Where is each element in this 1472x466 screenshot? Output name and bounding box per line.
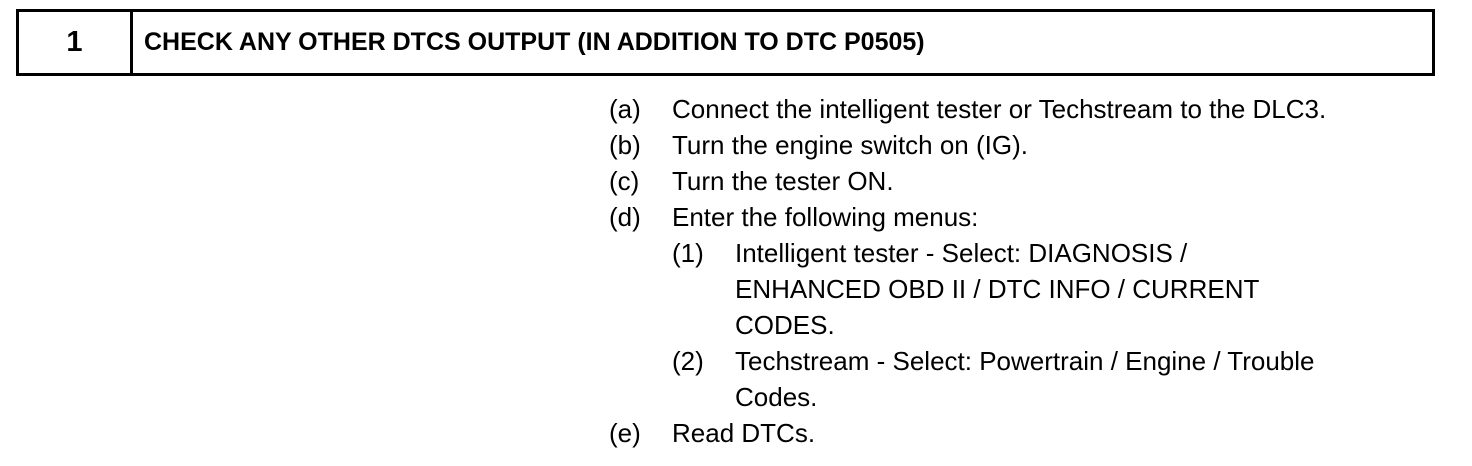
step-number: 1 — [19, 12, 133, 73]
sub-instruction-text-line: ENHANCED OBD II / DTC INFO / CURRENT — [735, 274, 1260, 304]
sub-instruction-text-line: CODES. — [735, 310, 835, 340]
instruction-item-d: (d) Enter the following menus: (1) Intel… — [609, 199, 1459, 415]
sub-instruction-marker: (2) — [672, 346, 704, 376]
instruction-text: Connect the intelligent tester or Techst… — [672, 94, 1327, 124]
sub-instruction-marker: (1) — [672, 238, 704, 268]
instruction-text: Read DTCs. — [672, 418, 816, 448]
instruction-marker: (e) — [609, 418, 641, 448]
instruction-list: (a) Connect the intelligent tester or Te… — [609, 91, 1459, 451]
instruction-item-a: (a) Connect the intelligent tester or Te… — [609, 91, 1459, 127]
instruction-marker: (a) — [609, 94, 641, 124]
sub-instruction-list: (1) Intelligent tester - Select: DIAGNOS… — [672, 235, 1459, 415]
instruction-text: Turn the engine switch on (IG). — [672, 130, 1028, 160]
instruction-marker: (b) — [609, 130, 641, 160]
instruction-marker: (c) — [609, 166, 640, 196]
instruction-item-c: (c) Turn the tester ON. — [609, 163, 1459, 199]
sub-instruction-text-line: Codes. — [735, 382, 818, 412]
step-header: 1 CHECK ANY OTHER DTCS OUTPUT (IN ADDITI… — [16, 9, 1435, 76]
sub-instruction-text-line: Techstream - Select: Powertrain / Engine… — [735, 346, 1315, 376]
sub-instruction-text-line: Intelligent tester - Select: DIAGNOSIS / — [735, 238, 1188, 268]
step-title: CHECK ANY OTHER DTCS OUTPUT (IN ADDITION… — [144, 28, 925, 56]
sub-instruction-item-1: (1) Intelligent tester - Select: DIAGNOS… — [672, 235, 1459, 343]
instruction-text: Enter the following menus: — [672, 202, 979, 232]
sub-instruction-item-2: (2) Techstream - Select: Powertrain / En… — [672, 343, 1459, 415]
instruction-text: Turn the tester ON. — [672, 166, 894, 196]
instruction-marker: (d) — [609, 202, 641, 232]
instruction-item-e: (e) Read DTCs. — [609, 415, 1459, 451]
instruction-item-b: (b) Turn the engine switch on (IG). — [609, 127, 1459, 163]
